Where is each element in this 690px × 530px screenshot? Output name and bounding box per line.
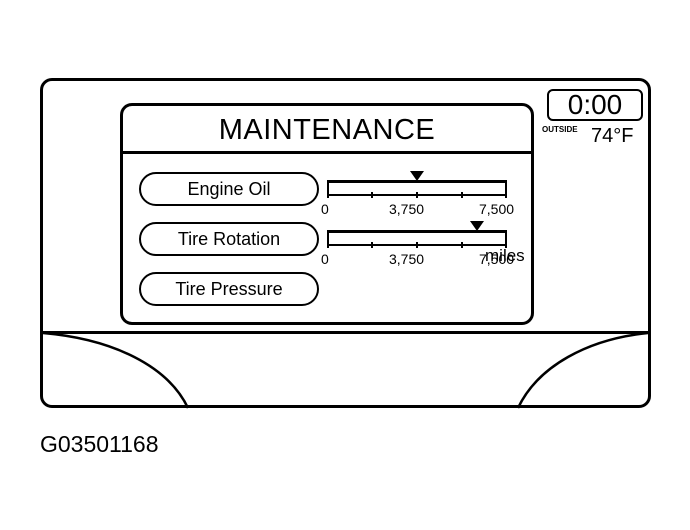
- engine-oil-button[interactable]: Engine Oil: [139, 172, 319, 206]
- tire-rotation-gauge: [327, 221, 507, 248]
- scale-label-mid: 3,750: [389, 251, 425, 267]
- title-divider: [123, 151, 531, 154]
- scale-label-max: 7,500: [479, 251, 515, 267]
- display-bezel: MAINTENANCE Engine Oil Tire Rotation Tir…: [40, 78, 651, 409]
- bezel-curve-right: [516, 331, 648, 409]
- units-label: miles: [485, 246, 525, 265]
- bezel-divider: [43, 331, 648, 334]
- figure-id: G03501168: [40, 431, 159, 457]
- tire-pressure-button[interactable]: Tire Pressure: [139, 272, 319, 306]
- gauge-tick: [327, 192, 329, 198]
- gauge-tick: [505, 192, 507, 198]
- engine-oil-marker: [410, 171, 424, 181]
- scale-label-max: 7,500: [479, 201, 515, 217]
- scale-label-mid: 3,750: [389, 201, 425, 217]
- outside-temp-label: OUTSIDE: [542, 125, 578, 134]
- engine-oil-gauge: [327, 171, 507, 198]
- screen-title: MAINTENANCE: [218, 114, 436, 146]
- engine-oil-scale: 0 3,750 7,500: [319, 201, 529, 219]
- outside-temperature: 74°F: [591, 125, 634, 147]
- tire-rotation-marker: [469, 221, 484, 231]
- gauge-tick: [505, 242, 507, 248]
- gauge-tick: [416, 192, 418, 198]
- scale-label-min: 0: [321, 251, 329, 267]
- gauge-tick: [371, 242, 373, 248]
- gauge-tick: [371, 192, 373, 198]
- tire-rotation-button[interactable]: Tire Rotation: [139, 222, 319, 256]
- scale-label-min: 0: [321, 201, 329, 217]
- tire-rotation-scale: 0 3,750 7,500: [319, 251, 529, 269]
- bezel-curve-left: [43, 331, 190, 409]
- gauge-tick: [461, 242, 463, 248]
- gauge-tick: [461, 192, 463, 198]
- clock-display: 0:00: [547, 89, 643, 121]
- gauge-tick: [416, 242, 418, 248]
- gauge-tick: [327, 242, 329, 248]
- maintenance-screen: MAINTENANCE Engine Oil Tire Rotation Tir…: [120, 103, 534, 325]
